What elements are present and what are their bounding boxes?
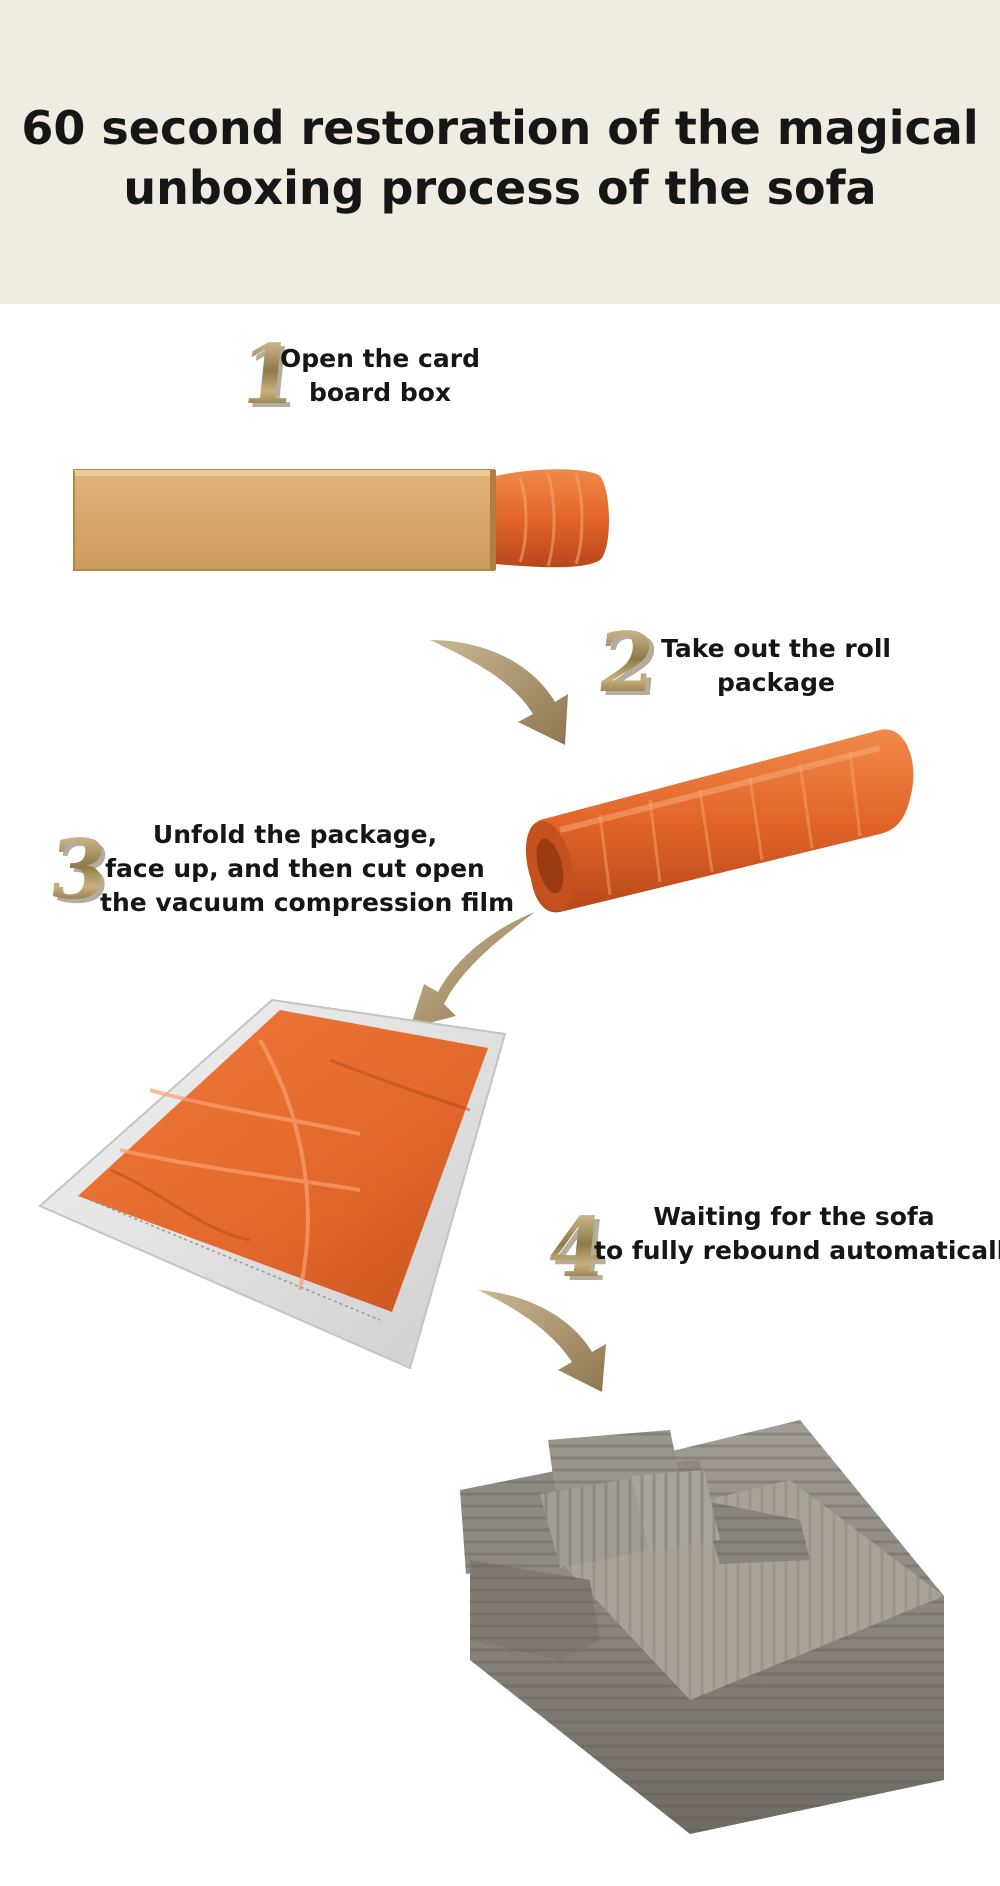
step-4-caption: Waiting for the sofa to fully rebound au… bbox=[594, 1200, 1000, 1268]
header-banner: 60 second restoration of the magical unb… bbox=[0, 0, 1000, 304]
step-3-caption-line-3: the vacuum compression film bbox=[100, 888, 515, 917]
roll-package-illustration bbox=[525, 729, 914, 913]
step-3-caption: Unfold the package, face up, and then cu… bbox=[100, 818, 515, 920]
cardboard-box-illustration bbox=[73, 469, 609, 571]
page-title-line-2: unboxing process of the sofa bbox=[123, 161, 877, 215]
step-1-caption: Open the card board box bbox=[280, 342, 480, 410]
step-1-caption-line-2: board box bbox=[308, 378, 452, 407]
arrow-2-icon bbox=[410, 912, 535, 1028]
flat-package-illustration bbox=[38, 998, 507, 1370]
page-title-line-1: 60 second restoration of the magical bbox=[21, 101, 979, 155]
sofa-illustration bbox=[460, 1420, 944, 1834]
step-2-caption: Take out the roll package bbox=[656, 632, 896, 700]
step-2-number: 2 bbox=[592, 615, 661, 711]
step-3-caption-line-1: Unfold the package, bbox=[152, 820, 438, 849]
step-2-caption-line-2: package bbox=[717, 668, 835, 697]
step-4-caption-line-2: to fully rebound automatically bbox=[594, 1236, 1000, 1265]
step-1-caption-line-1: Open the card bbox=[280, 344, 480, 373]
page-title: 60 second restoration of the magical unb… bbox=[0, 98, 1000, 218]
arrow-1-icon bbox=[430, 640, 568, 745]
step-4-caption-line-1: Waiting for the sofa bbox=[653, 1202, 935, 1231]
arrow-3-icon bbox=[478, 1290, 606, 1392]
step-3-caption-line-2: face up, and then cut open bbox=[105, 854, 485, 883]
step-2-caption-line-1: Take out the roll bbox=[661, 634, 891, 663]
